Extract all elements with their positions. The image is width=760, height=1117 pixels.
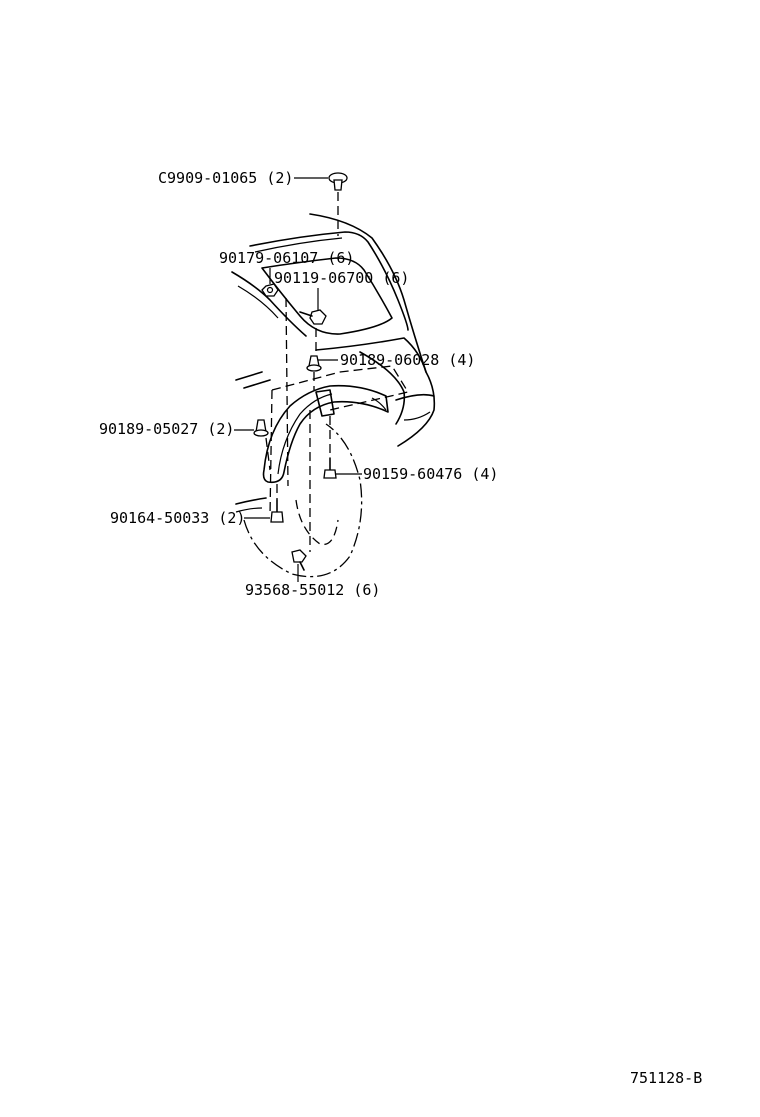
callout-c9909-label: C9909-01065 (2) [158,169,293,187]
callout-90189-05027-label: 90189-05027 (2) [99,420,234,438]
callout-90179-label: 90179-06107 (6) [219,249,354,267]
callout-93568-label: 93568-55012 (6) [245,581,380,599]
callout-90159-label: 90159-60476 (4) [363,465,498,483]
screw-90159-part [323,457,337,479]
screw-90164-part [270,499,284,523]
callout-labels: C9909-01065 (2) 90179-06107 (6) 90119-06… [99,169,498,599]
clip-93568-part [291,549,307,571]
fender-flare-moulding [262,384,389,484]
clip-90189-05027-part [253,419,269,437]
callout-90164-label: 90164-50033 (2) [110,509,245,527]
vehicle-body-outline [231,213,436,578]
diagram-code: 751128-B [630,1069,702,1087]
callout-90119-label: 90119-06700 (6) [274,269,409,287]
nut-90179-part [261,283,279,297]
leader-lines [234,177,362,582]
bolt-90119-part [299,309,327,325]
clip-90189-06028-part [306,355,322,372]
assembly-lines [265,192,339,552]
callout-90189-06028-label: 90189-06028 (4) [340,351,475,369]
clip-c9909-part [328,172,348,191]
